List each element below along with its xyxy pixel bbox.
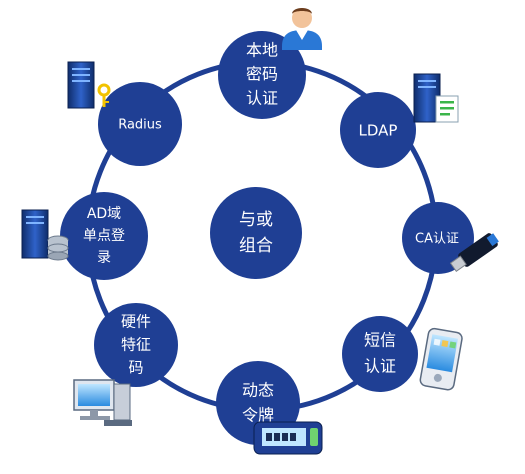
server-document-icon (413, 73, 459, 123)
node-sms-line-2: 认证 (364, 357, 396, 376)
node-otp-line-1: 动态 (242, 381, 274, 400)
node-hardware-line-2: 特征 (121, 336, 151, 354)
node-radius: Radius (98, 82, 182, 166)
node-ca-line-1: CA认证 (415, 232, 459, 247)
node-radius-line-1: Radius (118, 118, 162, 133)
node-ad-line-2: 单点登 (83, 228, 125, 244)
node-ldap: LDAP (340, 92, 416, 168)
node-ca-auth: CA认证 (402, 202, 474, 274)
server-database-icon (21, 209, 69, 261)
node-local-password-auth: 本地 密码 认证 (218, 31, 306, 119)
token-device-icon (253, 421, 323, 455)
mobile-phone-icon (419, 327, 463, 391)
usb-key-icon (449, 233, 499, 272)
node-hardware-fingerprint: 硬件 特征 码 (94, 303, 178, 387)
node-sms-auth: 短信 认证 (342, 316, 418, 392)
node-local-password-line-2: 密码 (246, 65, 278, 84)
node-hardware-line-1: 硬件 (121, 313, 151, 331)
server-key-icon (67, 61, 111, 109)
node-hardware-line-3: 码 (128, 359, 143, 377)
user-icon (282, 8, 322, 50)
center-node-combination: 与或 组合 (210, 187, 302, 279)
node-local-password-line-1: 本地 (246, 41, 278, 60)
computer-icon (73, 379, 132, 426)
node-ad-single-sign-on: AD域 单点登 录 (60, 192, 148, 280)
node-ldap-line-1: LDAP (359, 122, 398, 140)
node-ad-line-1: AD域 (87, 206, 121, 222)
center-label-line-2: 组合 (239, 236, 273, 256)
node-local-password-line-3: 认证 (246, 89, 278, 108)
node-otp-line-2: 令牌 (242, 406, 274, 425)
node-ad-line-3: 录 (97, 250, 111, 266)
center-label-line-1: 与或 (239, 210, 273, 230)
node-sms-line-1: 短信 (364, 331, 396, 350)
